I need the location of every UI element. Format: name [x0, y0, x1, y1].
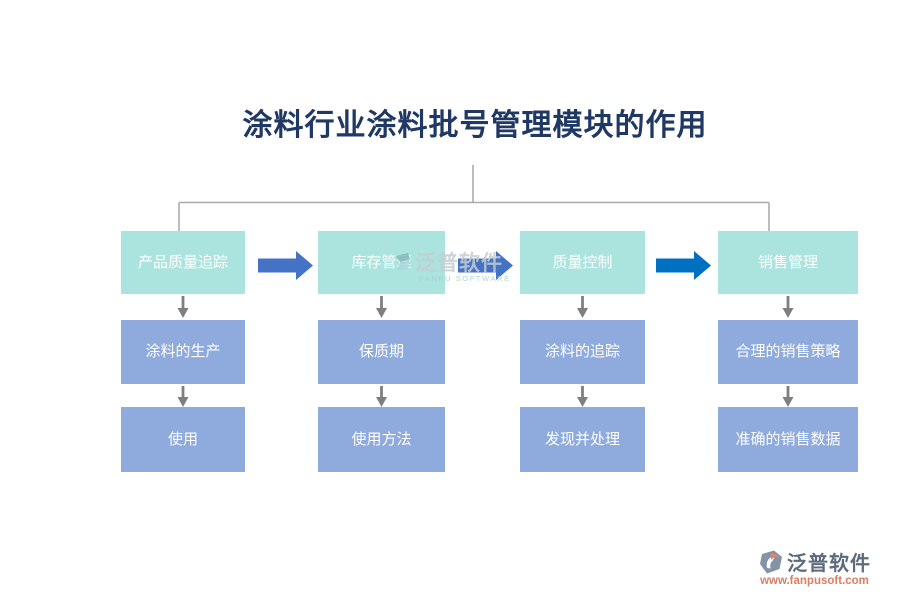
header-box-sales-management: 销售管理: [718, 231, 858, 294]
down-arrow: [577, 386, 588, 407]
step-box-shelf-life: 保质期: [318, 320, 445, 384]
header-box-product-quality-tracking: 产品质量追踪: [121, 231, 245, 294]
step-box-usage-method: 使用方法: [318, 407, 445, 472]
watermark-brand-text: 泛普软件: [415, 252, 503, 275]
fanpu-logo-icon: [760, 550, 782, 573]
watermark: 泛普软件 FANPU SOFTWARE: [393, 247, 511, 283]
watermark-subtext: FANPU SOFTWARE: [419, 274, 511, 283]
down-arrow: [782, 386, 794, 407]
down-arrow: [376, 296, 387, 318]
down-arrow: [177, 386, 189, 407]
step-box-accurate-sales-data: 准确的销售数据: [718, 407, 858, 472]
down-arrow: [177, 296, 189, 318]
diagram-title: 涂料行业涂料批号管理模块的作用: [242, 109, 708, 142]
down-arrow: [577, 296, 588, 318]
right-arrow: [258, 251, 313, 280]
footer-logo: 泛普软件 www.fanpusoft.com: [758, 547, 871, 587]
header-box-inventory-management: 库存管理: [318, 231, 445, 294]
step-box-detect-and-handle: 发现并处理: [520, 407, 645, 472]
footer-url-text: www.fanpusoft.com: [760, 575, 869, 587]
step-box-paint-tracking: 涂料的追踪: [520, 320, 645, 384]
down-arrow: [782, 296, 794, 318]
down-arrow: [376, 386, 387, 407]
footer-brand-text: 泛普软件: [787, 553, 871, 575]
watermark-logo-icon: [396, 253, 410, 270]
step-box-reasonable-sales-strategy: 合理的销售策略: [718, 320, 858, 384]
tree-connector-line: [178, 165, 770, 231]
step-box-usage: 使用: [121, 407, 245, 472]
step-box-paint-production: 涂料的生产: [121, 320, 245, 384]
header-box-quality-control: 质量控制: [520, 231, 645, 294]
right-arrow: [656, 251, 711, 280]
